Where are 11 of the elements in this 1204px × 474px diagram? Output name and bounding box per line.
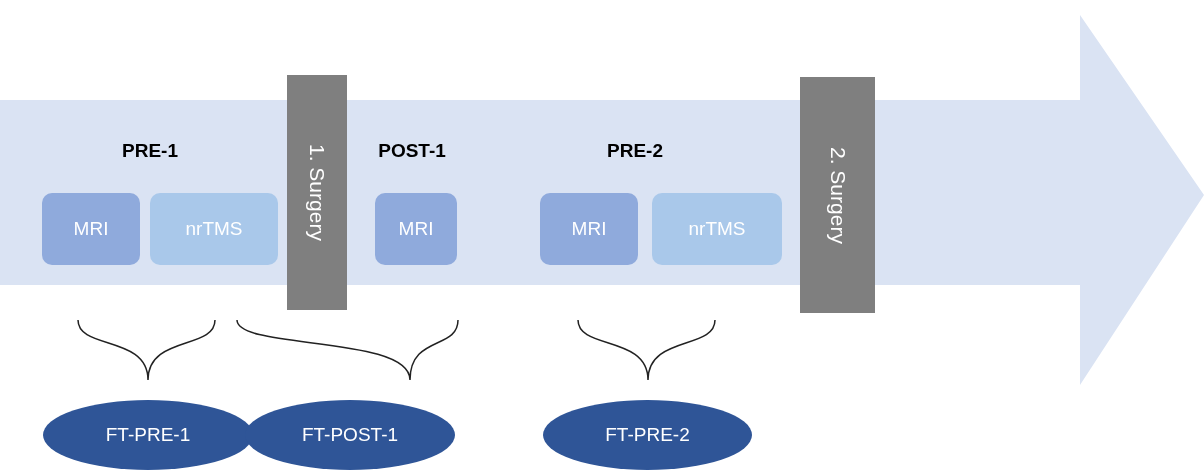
exam-box: nrTMS — [150, 193, 278, 265]
exam-box: MRI — [540, 193, 638, 265]
exam-box: nrTMS — [652, 193, 782, 265]
phase-heading: PRE-1 — [122, 140, 178, 162]
surgery-bar: 1. Surgery — [287, 75, 347, 310]
phase-heading: POST-1 — [378, 140, 446, 162]
exam-box: MRI — [42, 193, 140, 265]
result-ellipse: FT-PRE-2 — [543, 400, 752, 470]
exam-box: MRI — [375, 193, 457, 265]
phase-heading: PRE-2 — [607, 140, 663, 162]
surgery-bar: 2. Surgery — [800, 77, 875, 313]
